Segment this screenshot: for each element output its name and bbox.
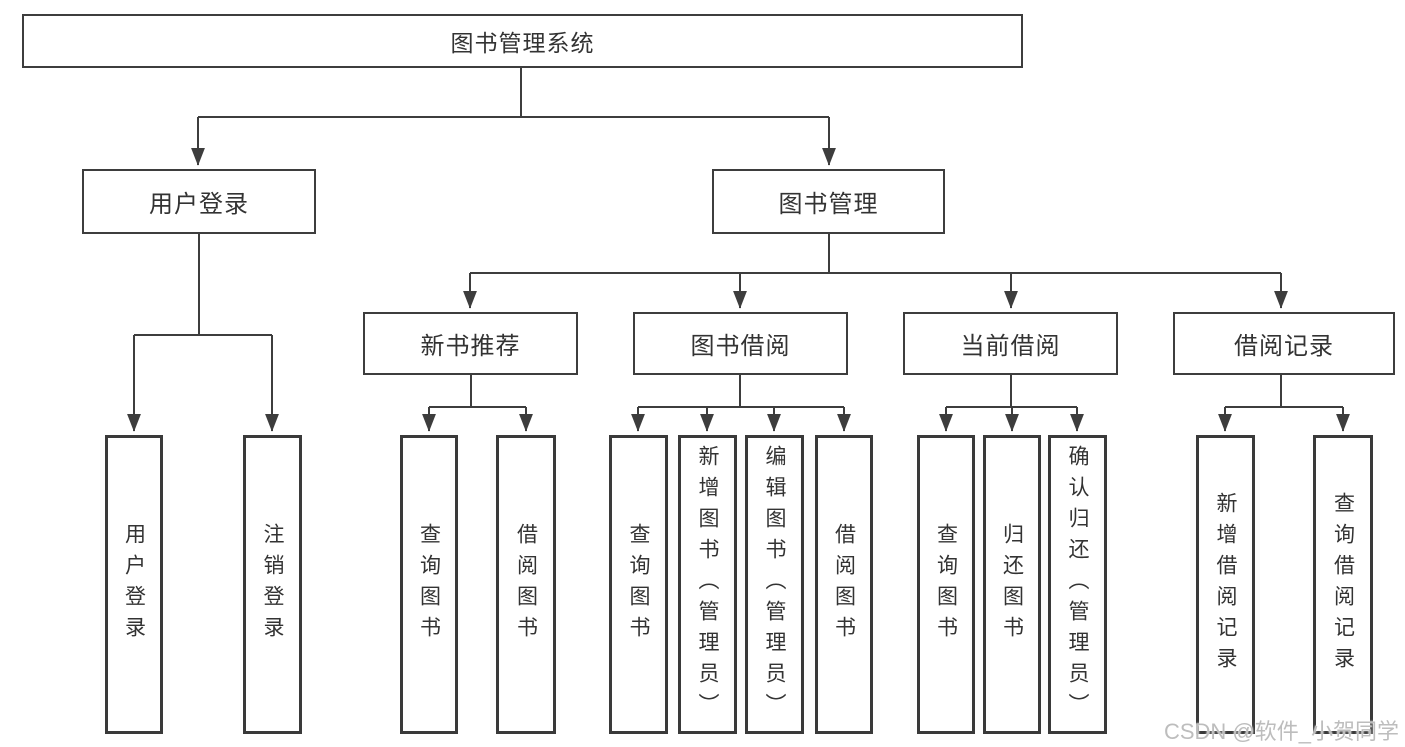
leaf-bb-query-books: 查询图书	[609, 435, 668, 734]
leaf-bb-edit-books-admin: 编辑图书（管理员）	[745, 435, 804, 734]
leaf-br-query-record: 查询借阅记录	[1313, 435, 1373, 734]
root-node: 图书管理系统	[22, 14, 1023, 68]
leaf-cb-confirm-return-admin: 确认归还（管理员）	[1048, 435, 1107, 734]
node-label: 借阅图书	[832, 522, 856, 647]
node-label: 查询图书	[934, 522, 958, 647]
leaf-cb-query-books: 查询图书	[917, 435, 975, 734]
leaf-user-login: 用户登录	[105, 435, 163, 734]
node-label: 查询图书	[417, 522, 441, 647]
node-book-management: 图书管理	[712, 169, 945, 234]
csdn-watermark: CSDN @软件_小贺同学	[1163, 719, 1399, 744]
node-label: 用户登录	[122, 522, 146, 647]
leaf-nbr-query-books: 查询图书	[400, 435, 458, 734]
node-label: 新书推荐	[420, 333, 521, 360]
node-label: 新增借阅记录	[1214, 491, 1237, 678]
leaf-bb-add-books-admin: 新增图书（管理员）	[678, 435, 737, 734]
node-label: 借阅记录	[1234, 333, 1334, 360]
node-label: 图书借阅	[690, 333, 791, 360]
leaf-nbr-borrow-books: 借阅图书	[496, 435, 556, 734]
leaf-br-add-record: 新增借阅记录	[1196, 435, 1255, 734]
node-label: 借阅图书	[514, 522, 538, 647]
node-user-login: 用户登录	[82, 169, 316, 234]
node-label: 确认归还（管理员）	[1066, 445, 1089, 724]
leaf-bb-borrow-books: 借阅图书	[815, 435, 873, 734]
node-label: 注销登录	[261, 522, 284, 647]
node-label: 图书管理	[778, 191, 879, 218]
node-label: 归还图书	[1000, 522, 1024, 647]
node-label: 当前借阅	[960, 333, 1061, 360]
node-label: 编辑图书（管理员）	[763, 445, 786, 724]
leaf-logout-login: 注销登录	[243, 435, 302, 734]
node-current-borrow: 当前借阅	[903, 312, 1118, 375]
node-book-borrow: 图书借阅	[633, 312, 848, 375]
node-label: 查询图书	[627, 522, 650, 647]
leaf-cb-return-books: 归还图书	[983, 435, 1041, 734]
node-label: 查询借阅记录	[1331, 491, 1355, 678]
node-label: 用户登录	[149, 191, 249, 218]
node-label: 图书管理系统	[450, 30, 595, 56]
node-label: 新增图书（管理员）	[696, 445, 719, 724]
node-new-book-recommend: 新书推荐	[363, 312, 578, 375]
node-borrow-records: 借阅记录	[1173, 312, 1395, 375]
